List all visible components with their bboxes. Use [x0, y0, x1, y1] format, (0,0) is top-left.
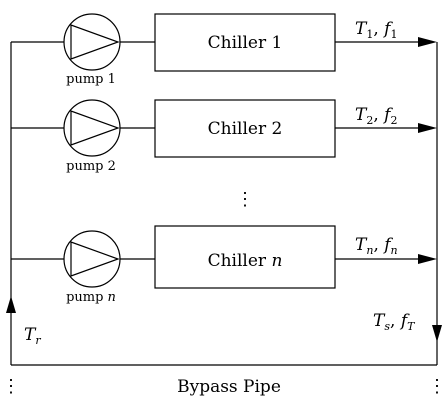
pump-2-triangle-icon: [70, 110, 120, 146]
chiller-n-label: Chiller n: [208, 251, 283, 271]
branch-1-output-label: T1, f1: [355, 19, 397, 41]
out-T-subscript: 2: [366, 114, 373, 127]
right-continuation-ellipsis: ⋮: [428, 376, 446, 397]
supply-T-subscript: s: [384, 320, 390, 333]
chiller-n-prefix: Chiller: [208, 251, 272, 271]
out-f-symbol: f: [382, 19, 393, 39]
supply-f-symbol: f: [399, 311, 410, 331]
branches-ellipsis: ⋮: [236, 189, 254, 210]
chiller-branch-2: Chiller 2 pump 2 T2, f2: [11, 99, 437, 174]
out-f-subscript: 1: [390, 28, 397, 41]
supply-label: Ts, fT: [373, 311, 416, 333]
return-T-subscript: r: [35, 334, 41, 347]
pump-2-label: pump 2: [66, 159, 116, 174]
chiller-1-label: Chiller 1: [208, 33, 283, 53]
chiller-n-var: n: [271, 251, 282, 271]
branch-2-output-label: T2, f2: [355, 105, 397, 127]
out-f-symbol: f: [382, 235, 393, 255]
chiller-branch-1: Chiller 1 pump 1 T1, f1: [11, 13, 437, 87]
out-T-symbol: T: [355, 235, 368, 255]
pump-1-label: pump 1: [66, 72, 116, 87]
supply-f-subscript: T: [407, 320, 416, 333]
pump-n-prefix: pump: [66, 290, 107, 305]
pump-n-label: pump n: [66, 290, 116, 305]
pump-n-triangle-icon: [70, 241, 120, 277]
bypass-pipe-label: Bypass Pipe: [177, 377, 281, 397]
chiller-2-label: Chiller 2: [208, 119, 283, 139]
chiller-n-box: [154, 225, 336, 289]
out-f-subscript: 2: [390, 114, 397, 127]
out-T-symbol: T: [355, 19, 368, 39]
out-f-subscript: n: [391, 244, 398, 257]
out-T-subscript: n: [366, 244, 373, 257]
branch-2-flow-arrow: [418, 123, 437, 133]
left-continuation-ellipsis: ⋮: [2, 376, 20, 397]
branch-1-flow-arrow: [418, 37, 437, 47]
return-temp-label: Tr: [24, 325, 41, 347]
comma: ,: [390, 311, 401, 331]
comma: ,: [373, 105, 384, 125]
out-f-symbol: f: [382, 105, 393, 125]
out-T-symbol: T: [355, 105, 368, 125]
pump-1-triangle-icon: [70, 24, 120, 60]
comma: ,: [373, 235, 384, 255]
branch-n-output-label: Tn, fn: [355, 235, 398, 257]
supply-T-symbol: T: [373, 311, 386, 331]
out-T-subscript: 1: [366, 28, 373, 41]
chiller-2-box: [154, 99, 336, 158]
return-flow-arrow: [6, 296, 16, 313]
supply-flow-arrow: [432, 325, 442, 342]
chiller-branch-n: Chiller n pump n Tn, fn: [11, 225, 437, 305]
pump-n-var: n: [108, 290, 116, 305]
branch-n-flow-arrow: [418, 254, 437, 264]
return-T-symbol: T: [24, 325, 37, 345]
comma: ,: [373, 19, 384, 39]
